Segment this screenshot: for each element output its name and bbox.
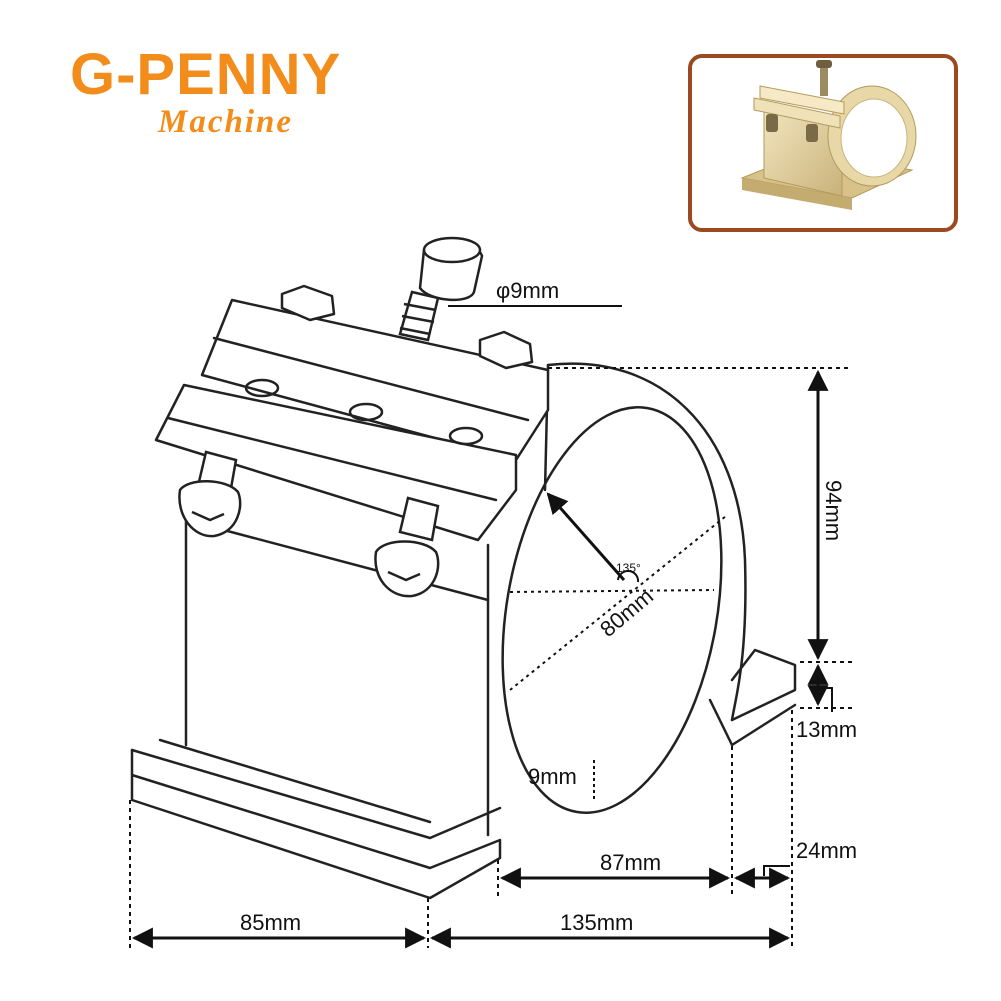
label-depth: 85mm bbox=[240, 910, 301, 935]
screw-top bbox=[398, 236, 484, 342]
label-foot-width: 24mm bbox=[796, 838, 857, 863]
bore-radius-arrow bbox=[546, 492, 626, 581]
bore-diameter-line bbox=[509, 515, 727, 691]
mount-drawing bbox=[130, 284, 797, 900]
brand-subtitle: Machine bbox=[158, 104, 294, 140]
foot-height-leader bbox=[822, 687, 833, 712]
bore-center-line bbox=[509, 589, 715, 593]
brand-logo: G-PENNY bbox=[70, 42, 342, 107]
label-inner-span: 87mm bbox=[600, 850, 661, 875]
product-photo-inset bbox=[688, 54, 958, 232]
product-photo bbox=[740, 60, 917, 210]
label-screw: φ9mm bbox=[496, 278, 559, 303]
foot-width-leader bbox=[763, 865, 790, 876]
screw-front-left bbox=[178, 450, 242, 538]
screw-front-right bbox=[374, 496, 440, 598]
label-wall: 9mm bbox=[528, 764, 577, 789]
label-bore: 80mm bbox=[595, 583, 658, 641]
label-height: 94mm bbox=[821, 480, 846, 541]
label-foot-height: 13mm bbox=[796, 717, 857, 742]
label-bore-angle: 135° bbox=[616, 561, 641, 575]
angle-arc bbox=[617, 570, 640, 583]
label-width: 135mm bbox=[560, 910, 633, 935]
